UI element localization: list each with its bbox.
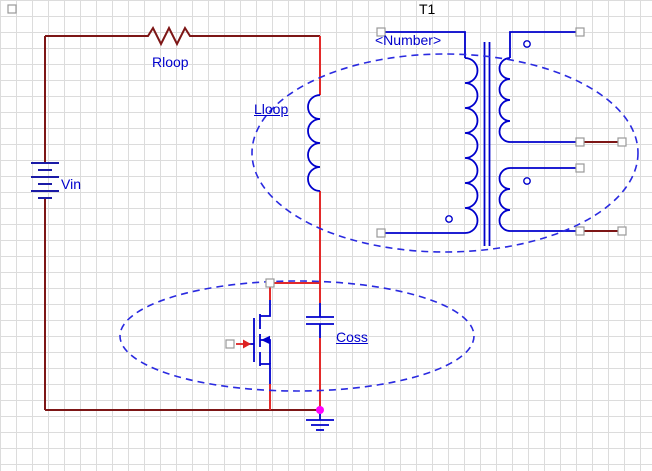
- primary-top-lead: [385, 31, 466, 58]
- pin-square[interactable]: [376, 27, 386, 37]
- lloop-label[interactable]: Lloop: [254, 101, 289, 117]
- selection-ellipse-transformer-loop[interactable]: [251, 53, 639, 253]
- capacitor-coss[interactable]: [306, 303, 334, 338]
- pin-square[interactable]: [225, 339, 235, 349]
- inductor-lloop[interactable]: [307, 94, 321, 192]
- body-arrow-icon: [261, 335, 270, 345]
- inductor-coil: [307, 94, 321, 192]
- resistor-zigzag: [140, 25, 197, 47]
- pin-handles: [7, 4, 627, 349]
- source-lead: [260, 363, 271, 384]
- phase-dot: [523, 40, 531, 48]
- selection-ellipse-mosfet-coss[interactable]: [119, 280, 475, 392]
- pin-square[interactable]: [575, 27, 585, 37]
- secondary1-top-lead: [509, 31, 576, 58]
- voltage-source-vin[interactable]: [31, 162, 59, 199]
- drain-lead: [260, 300, 271, 317]
- pin-square[interactable]: [575, 226, 585, 236]
- body-lead: [260, 339, 271, 364]
- phase-dot: [523, 177, 531, 185]
- wires: [44, 35, 618, 411]
- port-arrow-icon: [243, 339, 251, 349]
- highlighted-wires: [269, 36, 321, 410]
- secondary2-coil: [498, 167, 511, 232]
- coss-label[interactable]: Coss: [336, 329, 368, 345]
- secondary1-coil: [498, 57, 511, 143]
- phase-dot: [445, 215, 453, 223]
- primary-coil: [464, 57, 479, 234]
- vin-label[interactable]: Vin: [61, 176, 81, 192]
- pin-square[interactable]: [575, 137, 585, 147]
- t1-label[interactable]: T1: [419, 1, 436, 17]
- transformer-t1[interactable]: [385, 31, 576, 246]
- pin-square[interactable]: [575, 163, 585, 173]
- t1-value-label[interactable]: <Number>: [375, 32, 442, 48]
- rloop-label[interactable]: Rloop: [152, 54, 189, 70]
- handle-square-origin[interactable]: [7, 4, 17, 14]
- pin-square[interactable]: [617, 226, 627, 236]
- pin-square[interactable]: [376, 228, 386, 238]
- nmos-transistor[interactable]: [244, 300, 271, 384]
- junction-dot: [316, 406, 324, 414]
- pin-square[interactable]: [265, 278, 275, 288]
- ground-symbol[interactable]: [306, 413, 334, 431]
- pin-square[interactable]: [617, 137, 627, 147]
- resistor-rloop[interactable]: [140, 25, 197, 47]
- gate-port-marker[interactable]: [236, 339, 251, 349]
